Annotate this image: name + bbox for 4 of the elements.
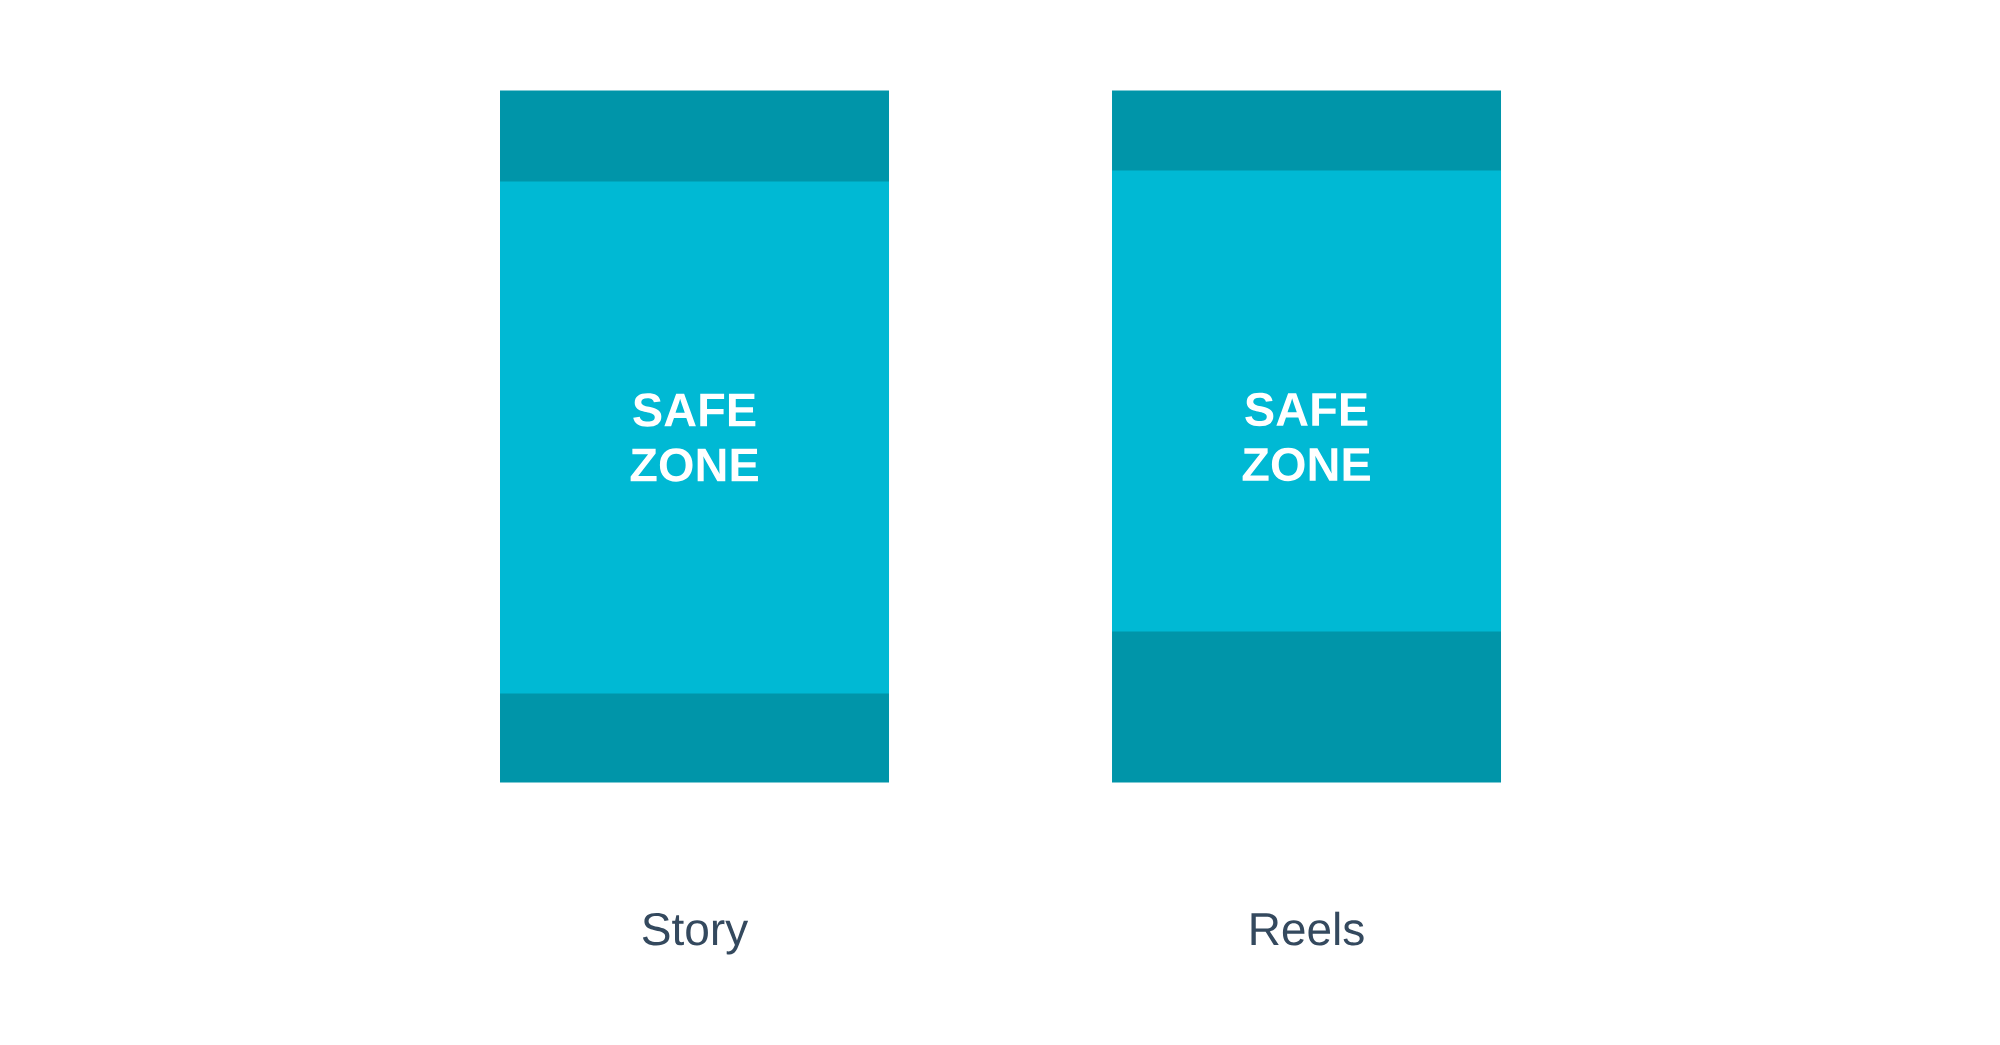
safe-zone-box: SAFE ZONE — [500, 181, 889, 694]
safe-zone-box: SAFE ZONE — [1112, 170, 1501, 632]
node-label: Reels — [1251, 911, 1364, 946]
node-label: Story — [642, 912, 749, 955]
